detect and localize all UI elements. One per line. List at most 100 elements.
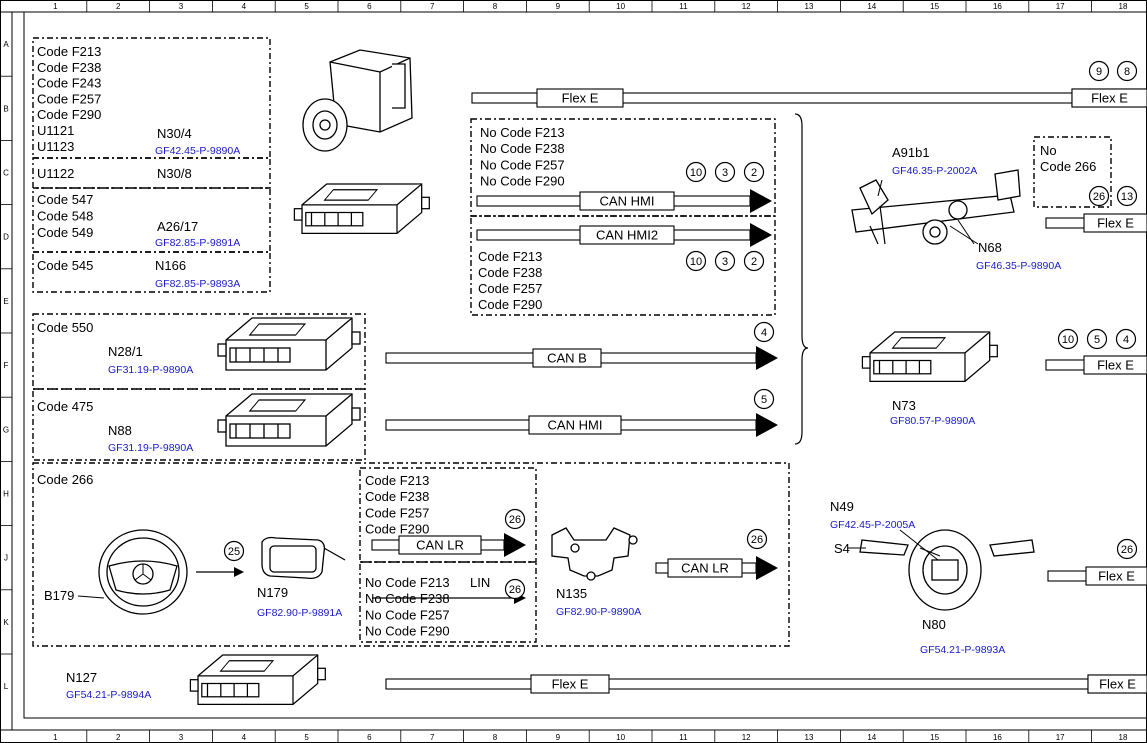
circle-reference-number: 3 <box>722 256 728 268</box>
code-label: Code F213 <box>478 249 542 264</box>
component-label: A26/17 <box>157 219 198 234</box>
can-b-bus: CAN B <box>385 346 778 370</box>
column-marker: 4 <box>242 733 247 742</box>
code-label: No Code F213 <box>480 125 565 140</box>
component-label: N179 <box>257 585 288 600</box>
circle-reference-number: 3 <box>722 167 728 179</box>
bus-label: Flex E <box>552 677 589 692</box>
code-label: Code 475 <box>37 399 93 414</box>
row-marker: D <box>3 233 9 242</box>
bus-label: CAN LR <box>416 538 464 553</box>
row-marker: C <box>3 169 9 178</box>
can-lr-bus-2: CAN LR <box>655 556 778 580</box>
column-marker: 10 <box>616 2 625 11</box>
code-label: U1122 <box>37 166 74 181</box>
code-label: No Code F257 <box>365 607 450 622</box>
code-label: No Code F213 <box>365 575 450 590</box>
circle-reference: 10 <box>685 161 707 183</box>
code-label: No Code F257 <box>480 157 565 172</box>
n28-1-ecu-illustration <box>217 317 361 371</box>
code-label: Code F213 <box>37 44 101 59</box>
code-label: Code 549 <box>37 225 93 240</box>
document-reference: GF46.35-P-9890A <box>976 260 1061 272</box>
code-label: No <box>1040 143 1057 158</box>
circle-reference-number: 10 <box>1062 334 1074 346</box>
document-reference: GF42.45-P-2005A <box>830 519 915 531</box>
code-label: Code F257 <box>478 281 542 296</box>
column-marker: 11 <box>679 733 688 742</box>
row-marker: H <box>3 490 9 499</box>
a26-17-ecu-illustration <box>293 183 430 235</box>
column-marker: 13 <box>805 2 814 11</box>
column-marker: 4 <box>242 2 247 11</box>
column-marker: 5 <box>304 2 309 11</box>
row-marker: F <box>4 361 9 370</box>
flex-e-bus-top-end: Flex E <box>1071 88 1147 108</box>
circle-reference-number: 26 <box>509 584 521 596</box>
component-label: S4 <box>834 541 850 556</box>
bus-label: Flex E <box>1091 91 1128 106</box>
bus-label: Flex E <box>1097 216 1134 231</box>
callout-lines <box>77 179 979 599</box>
column-marker: 7 <box>430 2 435 11</box>
column-marker: 9 <box>556 2 561 11</box>
component-label: N135 <box>556 586 587 601</box>
column-marker: 1 <box>53 2 58 11</box>
circle-reference: 25 <box>223 540 245 562</box>
circle-reference-number: 26 <box>751 534 763 546</box>
bus-label: Flex E <box>1097 358 1134 373</box>
component-label: N68 <box>978 240 1002 255</box>
flex-e-bus-n73: Flex E <box>1045 355 1147 375</box>
bus-label: Flex E <box>1098 569 1135 584</box>
document-reference: GF31.19-P-9890A <box>108 364 193 376</box>
circle-reference: 10 <box>1057 328 1079 350</box>
circle-reference: 2 <box>743 250 765 272</box>
code-label: Code F238 <box>478 265 542 280</box>
circle-reference: 26 <box>1116 538 1138 560</box>
code-label: Code 550 <box>37 320 93 335</box>
steering-rack-illustration <box>851 169 1021 245</box>
circle-reference: 26 <box>1088 185 1110 207</box>
column-marker: 6 <box>367 2 372 11</box>
code-label: Code 266 <box>1040 159 1096 174</box>
code-label: Code 548 <box>37 209 93 224</box>
code-label: Code F290 <box>37 107 101 122</box>
document-reference: GF82.90-P-9890A <box>556 606 641 618</box>
row-marker: G <box>3 425 9 434</box>
code-label: Code 545 <box>37 258 93 273</box>
can-hmi2-bus: CAN HMI2 <box>476 223 772 247</box>
bus-label: CAN HMI <box>600 194 655 209</box>
circle-reference: 3 <box>714 250 736 272</box>
flex-e-bus-top: Flex E <box>471 88 1147 108</box>
component-label: N73 <box>892 398 916 413</box>
n135-module-illustration <box>551 527 638 581</box>
circle-reference-number: 2 <box>751 256 757 268</box>
code-label: Code 547 <box>37 192 93 207</box>
circle-reference: 9 <box>1088 60 1110 82</box>
document-reference: GF80.57-P-9890A <box>890 415 975 427</box>
column-marker: 2 <box>116 2 121 11</box>
document-reference: GF82.90-P-9891A <box>257 607 342 619</box>
column-marker: 17 <box>1056 733 1065 742</box>
column-marker: 1 <box>53 733 58 742</box>
circle-reference-number: 9 <box>1096 66 1102 78</box>
row-marker: B <box>3 104 8 113</box>
circle-reference-number: 26 <box>509 514 521 526</box>
column-marker: 18 <box>1119 733 1128 742</box>
circle-reference: 4 <box>1115 328 1137 350</box>
column-marker: 15 <box>930 2 939 11</box>
code-label: Code F290 <box>478 297 542 312</box>
code-label: Code F290 <box>365 522 429 537</box>
component-label: N30/8 <box>157 166 192 181</box>
column-marker: 9 <box>556 733 561 742</box>
document-reference: GF46.35-P-2002A <box>892 165 977 177</box>
component-label: B179 <box>44 588 74 603</box>
circle-reference-number: 26 <box>1121 544 1133 556</box>
component-label: N30/4 <box>157 126 192 141</box>
document-reference: GF82.85-P-9891A <box>155 237 240 249</box>
circle-reference-number: 4 <box>761 327 767 339</box>
code-label: No Code F290 <box>480 174 565 189</box>
